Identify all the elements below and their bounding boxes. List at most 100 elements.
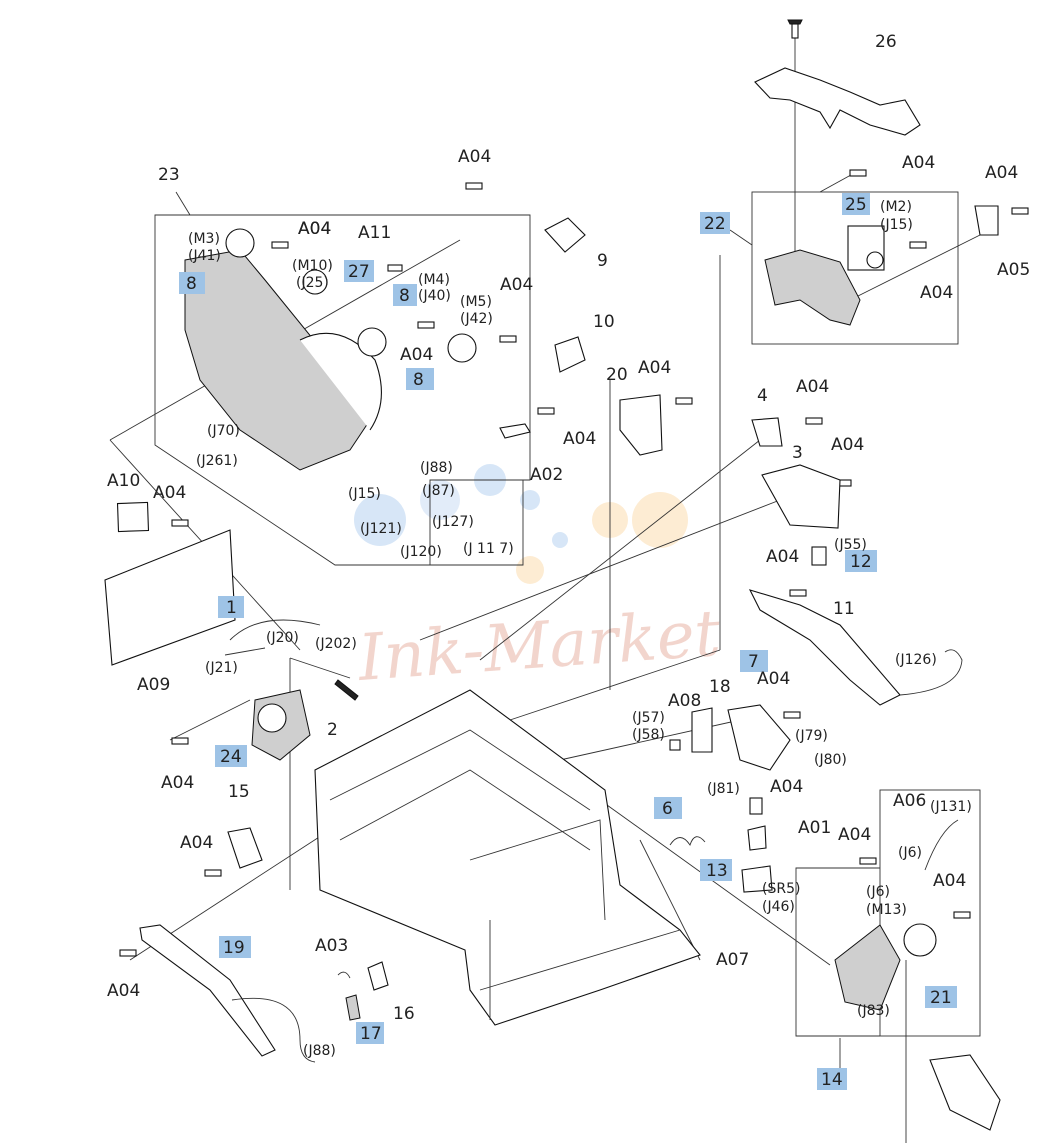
label-9: 9 <box>597 251 608 271</box>
label-a04: A04 <box>770 777 803 797</box>
label-8: 8 <box>413 370 424 390</box>
label-25: 25 <box>845 195 867 215</box>
callout-labels: 26 A04 A04 A04 22 25 (M2) (J15) A05 A04 … <box>107 32 1030 1090</box>
label-8: 8 <box>399 286 410 306</box>
label-18: 18 <box>709 677 731 697</box>
label-j88: (J88) <box>303 1043 336 1059</box>
label-a04: A04 <box>838 825 871 845</box>
label-a04: A04 <box>638 358 671 378</box>
label-a06: A06 <box>893 791 926 811</box>
watermark: Ink-Market <box>354 464 723 696</box>
label-a05: A05 <box>997 260 1030 280</box>
label-10: 10 <box>593 312 615 332</box>
label-a03: A03 <box>315 936 348 956</box>
label-a04: A04 <box>161 773 194 793</box>
label-8: 8 <box>186 274 197 294</box>
label-m5: (M5) <box>460 294 492 310</box>
label-j40: (J40) <box>418 288 451 304</box>
label-19: 19 <box>223 938 245 958</box>
label-a04: A04 <box>831 435 864 455</box>
label-a04: A04 <box>180 833 213 853</box>
label-a04: A04 <box>563 429 596 449</box>
label-22: 22 <box>704 214 726 234</box>
label-j6: (J6) <box>866 884 890 900</box>
label-a04: A04 <box>985 163 1018 183</box>
label-a04: A04 <box>153 483 186 503</box>
label-a04: A04 <box>766 547 799 567</box>
label-j58: (J58) <box>632 727 665 743</box>
label-j42: (J42) <box>460 311 493 327</box>
label-a04: A04 <box>933 871 966 891</box>
label-a02: A02 <box>530 465 563 485</box>
label-j46: (J46) <box>762 899 795 915</box>
label-a04: A04 <box>796 377 829 397</box>
label-15: 15 <box>228 782 250 802</box>
label-11: 11 <box>833 599 855 619</box>
label-j55: (J55) <box>834 537 867 553</box>
label-m4: (M4) <box>418 272 450 288</box>
label-4: 4 <box>757 386 768 406</box>
label-12: 12 <box>850 552 872 572</box>
label-j25: (J25) <box>296 275 329 291</box>
svg-text:Ink-Market: Ink-Market <box>355 597 723 696</box>
label-j21: (J21) <box>205 660 238 676</box>
label-j15: (J15) <box>880 217 913 233</box>
label-14: 14 <box>821 1070 843 1090</box>
label-21: 21 <box>930 988 952 1008</box>
label-m13: (M13) <box>866 902 907 918</box>
label-j261: (J261) <box>196 453 238 469</box>
label-3: 3 <box>792 443 803 463</box>
label-j41: (J41) <box>188 248 221 264</box>
label-j81: (J81) <box>707 781 740 797</box>
label-a01: A01 <box>798 818 831 838</box>
label-j117: (J 11 7) <box>463 541 514 557</box>
label-j20: (J20) <box>266 630 299 646</box>
label-16: 16 <box>393 1004 415 1024</box>
label-a08: A08 <box>668 691 701 711</box>
label-j79: (J79) <box>795 728 828 744</box>
label-m3: (M3) <box>188 231 220 247</box>
label-j15: (J15) <box>348 486 381 502</box>
label-a04: A04 <box>920 283 953 303</box>
assembly-boxes <box>154 191 981 1037</box>
label-j121: (J121) <box>360 521 402 537</box>
label-j87: (J87) <box>422 483 455 499</box>
label-27: 27 <box>348 262 370 282</box>
label-a04: A04 <box>500 275 533 295</box>
label-j88: (J88) <box>420 460 453 476</box>
label-a10: A10 <box>107 471 140 491</box>
label-a04: A04 <box>298 219 331 239</box>
highlight-boxes <box>179 193 957 1090</box>
parts <box>104 19 1029 1131</box>
label-7: 7 <box>748 652 759 672</box>
label-26: 26 <box>875 32 897 52</box>
label-j70: (J70) <box>207 423 240 439</box>
label-a09: A09 <box>137 675 170 695</box>
label-j57: (J57) <box>632 710 665 726</box>
label-a11: A11 <box>358 223 391 243</box>
label-j83: (J83) <box>857 1003 890 1019</box>
label-m10: (M10) <box>292 258 333 274</box>
label-a04: A04 <box>757 669 790 689</box>
label-20: 20 <box>606 365 628 385</box>
label-24: 24 <box>220 747 242 767</box>
label-a07: A07 <box>716 950 749 970</box>
label-13: 13 <box>706 861 728 881</box>
label-2: 2 <box>327 720 338 740</box>
label-a04: A04 <box>107 981 140 1001</box>
label-j80: (J80) <box>814 752 847 768</box>
label-a04: A04 <box>458 147 491 167</box>
label-m2: (M2) <box>880 199 912 215</box>
label-sr5: (SR5) <box>762 881 800 897</box>
label-a04: A04 <box>400 345 433 365</box>
label-23: 23 <box>158 165 180 185</box>
label-j127: (J127) <box>432 514 474 530</box>
label-6: 6 <box>662 799 673 819</box>
label-17: 17 <box>360 1024 382 1044</box>
label-a04: A04 <box>902 153 935 173</box>
label-j6: (J6) <box>898 845 922 861</box>
label-1: 1 <box>226 598 237 618</box>
label-a04: A04 <box>298 219 331 239</box>
label-j120: (J120) <box>400 544 442 560</box>
